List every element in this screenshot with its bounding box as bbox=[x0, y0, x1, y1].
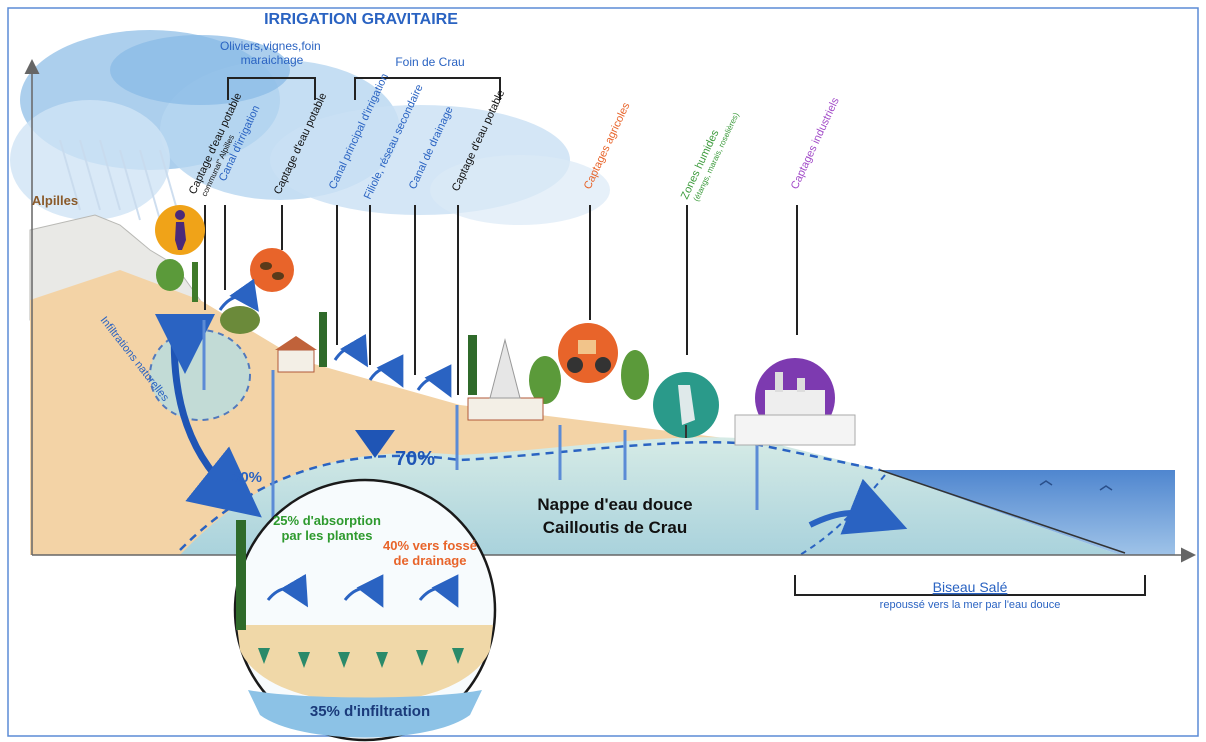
olive-icon bbox=[250, 248, 294, 292]
wells bbox=[202, 320, 759, 550]
rain-streaks bbox=[59, 139, 181, 221]
nappe-label-2: Cailloutis de Crau bbox=[543, 518, 688, 537]
magnifier-detail bbox=[233, 478, 497, 742]
sky-clouds bbox=[10, 30, 610, 225]
saltwater-wedge-line bbox=[879, 469, 1126, 554]
tractor-icon bbox=[558, 323, 618, 383]
pct-30-label: 30% bbox=[232, 469, 262, 486]
bracket-middle-label: Foin de Crau bbox=[395, 55, 464, 69]
biseau-sub-label: repoussé vers la mer par l'eau douce bbox=[880, 599, 1061, 611]
saltwater-arrow-icon bbox=[808, 478, 908, 535]
page-frame bbox=[7, 7, 1199, 737]
alpilles-label: Alpilles bbox=[32, 193, 78, 208]
trees bbox=[156, 259, 649, 404]
hiker-icon bbox=[155, 205, 205, 255]
irrigation-arrows bbox=[218, 278, 452, 398]
diagram-title: IRRIGATION GRAVITAIRE bbox=[264, 11, 458, 28]
factory-icon bbox=[734, 358, 856, 446]
biseau-bracket bbox=[794, 575, 1146, 596]
bracket-left-label: Oliviers,vignes,foin maraichage bbox=[220, 39, 324, 67]
houses bbox=[275, 336, 544, 421]
leader-lines bbox=[204, 205, 798, 395]
bracket-left-label-text: Oliviers,vignes,foin bbox=[220, 39, 321, 53]
biseau-label: Biseau Salé bbox=[933, 579, 1008, 595]
heron-icon bbox=[653, 372, 719, 438]
slanted-label-9: Captages industriels bbox=[789, 95, 842, 191]
brackets bbox=[227, 77, 501, 100]
slanted-label-7: Captages agricoles bbox=[582, 100, 633, 191]
sea-waves bbox=[1039, 480, 1113, 491]
seventy-percent-arrow-icon bbox=[355, 430, 395, 458]
infiltration-zone bbox=[149, 329, 251, 421]
sea bbox=[880, 470, 1175, 555]
nappe-label-1: Nappe d'eau douce bbox=[537, 495, 692, 514]
infiltration-35-label: 35% d'infiltration bbox=[310, 703, 430, 720]
pct-70-label: 70% bbox=[395, 448, 435, 470]
